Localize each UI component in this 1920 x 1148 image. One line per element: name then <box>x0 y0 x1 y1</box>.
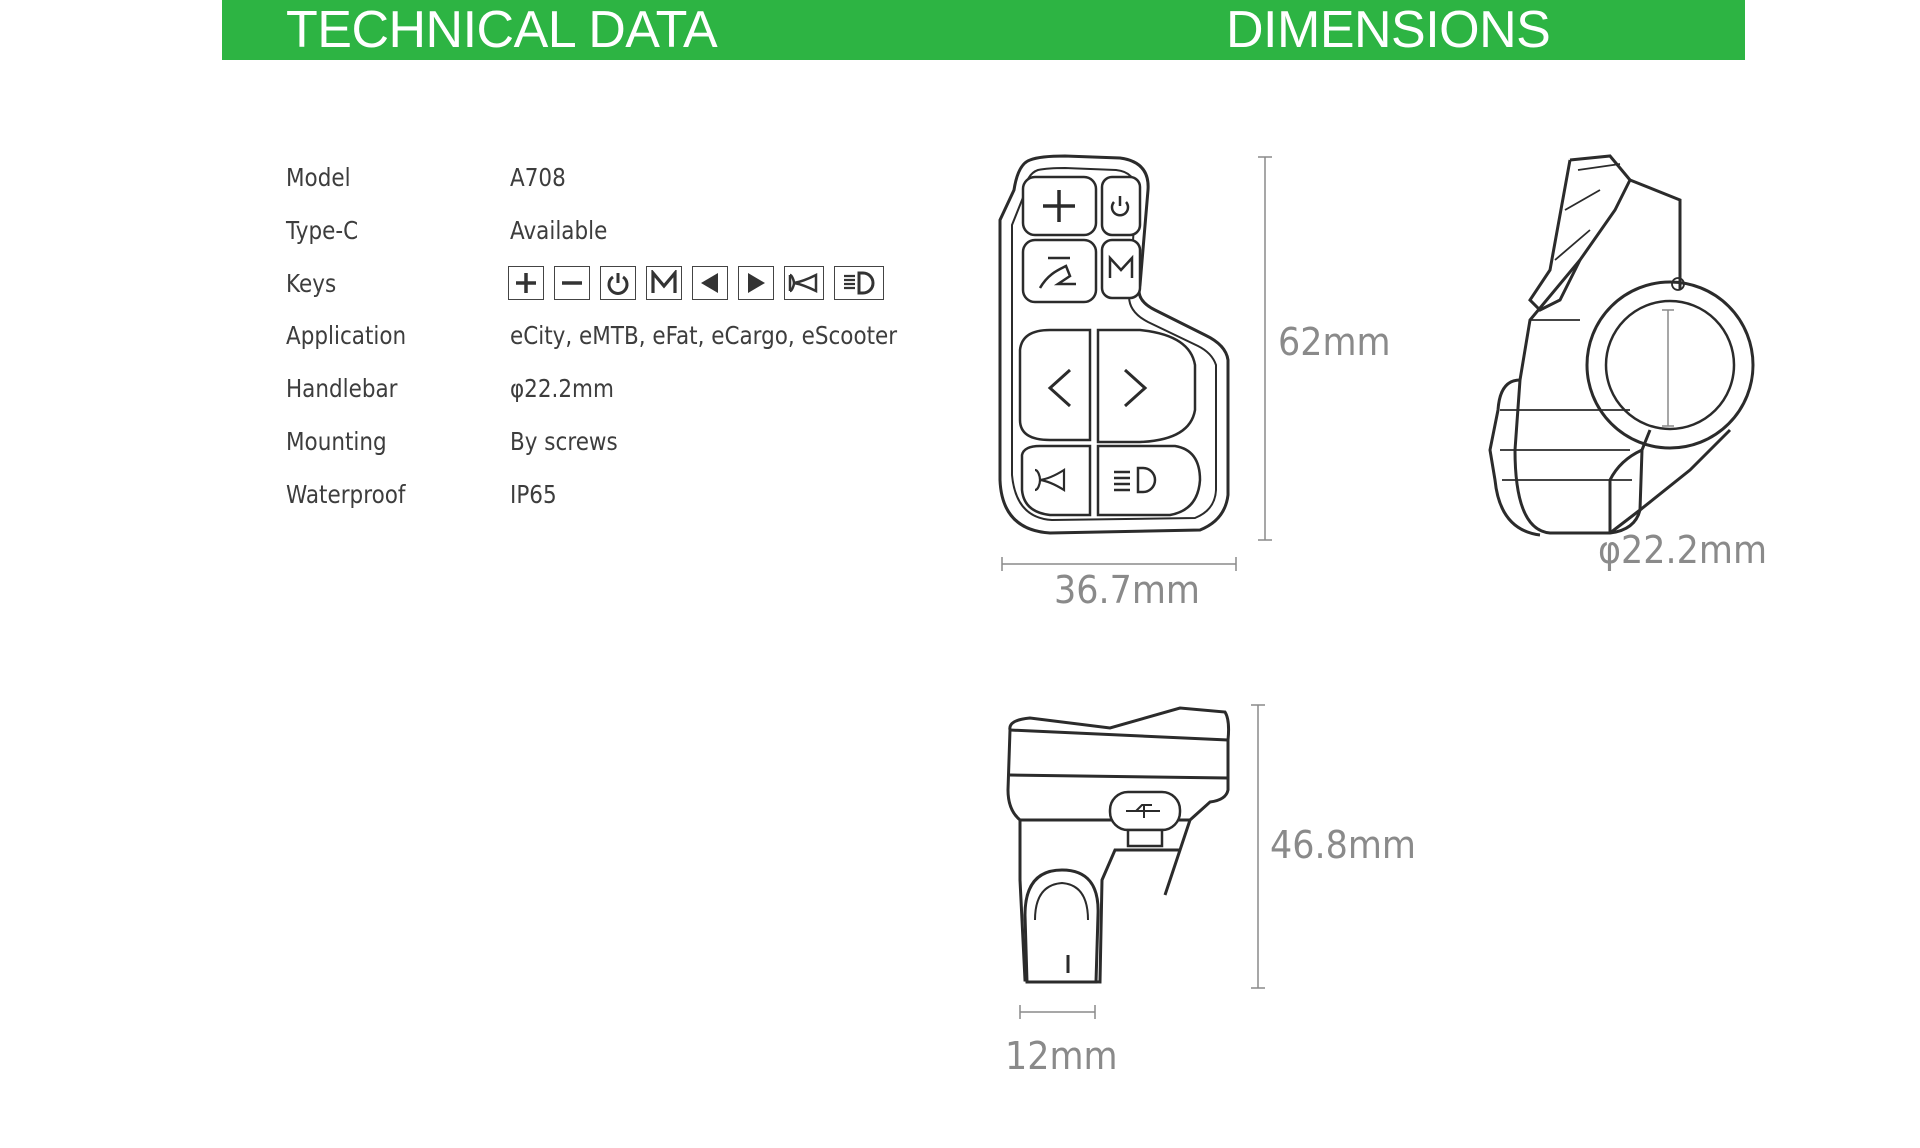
spec-value: eCity, eMTB, eFat, eCargo, eScooter <box>510 321 898 351</box>
left-arrow-icon <box>692 265 728 300</box>
front-right-icon <box>1123 368 1148 408</box>
spec-label: Handlebar <box>286 374 398 404</box>
front-height-dimension-line <box>1258 156 1272 541</box>
keys-icon-row <box>508 265 884 300</box>
front-power-icon <box>1110 196 1130 217</box>
mode-m-icon <box>646 265 682 300</box>
spec-label: Type-C <box>286 215 359 245</box>
front-headlight-button <box>1096 444 1202 517</box>
bottom-height-dimension-line <box>1251 704 1265 989</box>
front-minus-button <box>1021 238 1098 304</box>
front-right-button <box>1096 328 1197 444</box>
minus-icon <box>554 265 590 300</box>
dimensions-title: DIMENSIONS <box>1226 1 1551 59</box>
front-left-icon <box>1047 368 1072 408</box>
front-view-drawing <box>998 154 1230 535</box>
spec-label: Keys <box>286 268 337 298</box>
bottom-view-drawing <box>1006 706 1231 984</box>
spec-value: Available <box>510 215 608 245</box>
horn-icon <box>784 265 824 300</box>
spec-value: A708 <box>510 163 566 192</box>
front-horn-icon <box>1034 468 1066 492</box>
plus-icon <box>508 265 544 300</box>
spec-label: Application <box>286 321 407 351</box>
front-plus-icon <box>1043 190 1075 222</box>
spec-label: Mounting <box>286 426 387 456</box>
front-minus-icon <box>1038 256 1076 289</box>
front-mode-icon <box>1108 254 1134 278</box>
power-icon <box>600 265 636 300</box>
bottom-usb-icon <box>1126 804 1160 818</box>
bottom-width-dimension-line <box>1019 1005 1096 1019</box>
headlight-icon <box>834 265 884 300</box>
spec-value: φ22.2mm <box>510 374 614 404</box>
side-diameter-label: φ22.2mm <box>1598 528 1768 572</box>
spec-value: IP65 <box>510 479 557 509</box>
front-horn-button <box>1020 444 1092 517</box>
spec-label: Waterproof <box>286 479 406 509</box>
bottom-height-label: 46.8mm <box>1270 823 1416 867</box>
bottom-lever <box>1023 868 1100 984</box>
header-bar: TECHNICAL DATA DIMENSIONS <box>222 0 1745 60</box>
side-view-drawing <box>1488 154 1755 537</box>
spec-label: Model <box>286 163 351 192</box>
technical-data-title: TECHNICAL DATA <box>286 1 718 59</box>
spec-value: By screws <box>510 426 618 456</box>
right-arrow-icon <box>738 265 774 300</box>
front-height-label: 62mm <box>1278 320 1391 364</box>
front-width-dimension-line <box>1001 557 1237 571</box>
front-width-label: 36.7mm <box>1054 568 1200 612</box>
front-headlight-icon <box>1114 466 1157 494</box>
bottom-width-label: 12mm <box>1005 1034 1118 1078</box>
